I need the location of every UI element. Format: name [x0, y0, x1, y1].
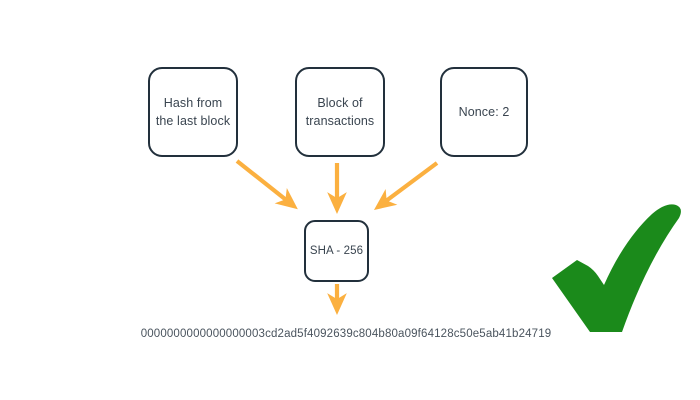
arrow-left-diagonal: [235, 159, 298, 210]
node-hash-from-last-block: Hash from the last block: [148, 67, 238, 157]
hash-output-text: 0000000000000000003cd2ad5f4092639c804b80…: [140, 328, 552, 340]
node-sha-256: SHA - 256: [304, 220, 369, 282]
node-nonce: Nonce: 2: [440, 67, 528, 157]
node-block-of-transactions: Block of transactions: [295, 67, 385, 157]
node-label: Nonce: 2: [458, 104, 510, 119]
node-label: SHA - 256: [309, 244, 364, 257]
check-icon: [552, 204, 681, 332]
node-label: Hash from the last block: [155, 95, 231, 128]
arrow-right-diagonal: [373, 161, 439, 210]
node-label: Block of transactions: [305, 95, 375, 128]
